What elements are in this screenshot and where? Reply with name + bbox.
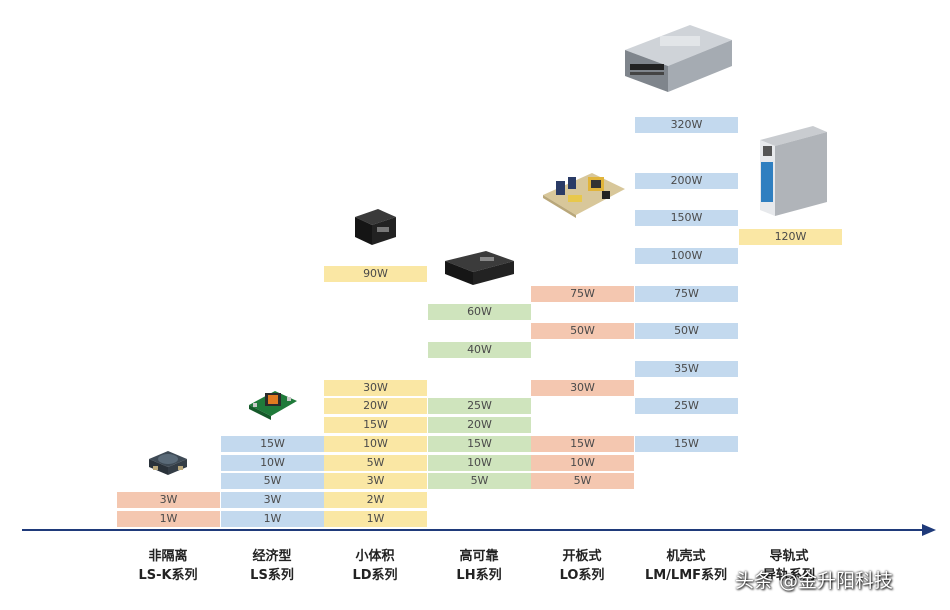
power-cell: 2W [324, 492, 427, 508]
power-cell: 150W [635, 210, 738, 226]
series-label-ld: 小体积 LD系列 [315, 547, 435, 585]
power-cell: 3W [117, 492, 220, 508]
power-cell: 5W [531, 473, 634, 489]
x-axis-arrow [922, 524, 936, 536]
power-cell: 1W [324, 511, 427, 527]
series-category: 机壳式 [666, 549, 706, 564]
series-category: 高可靠 [459, 549, 499, 564]
series-label-lm: 机壳式 LM/LMF系列 [626, 547, 746, 585]
series-code: LH系列 [456, 568, 502, 583]
power-cell: 50W [531, 323, 634, 339]
power-cell: 15W [221, 436, 324, 452]
series-label-lo: 开板式 LO系列 [522, 547, 642, 585]
power-cell: 1W [221, 511, 324, 527]
series-label-ls: 经济型 LS系列 [212, 547, 332, 585]
power-cell: 5W [428, 473, 531, 489]
power-cell: 10W [428, 455, 531, 471]
series-code: LS系列 [250, 568, 294, 583]
power-cell: 5W [324, 455, 427, 471]
power-cell: 60W [428, 304, 531, 320]
power-cell: 100W [635, 248, 738, 264]
power-cell: 10W [221, 455, 324, 471]
open-frame-board-icon [540, 165, 628, 222]
power-cell: 3W [221, 492, 324, 508]
x-axis-line [22, 529, 924, 531]
series-category: 小体积 [355, 549, 395, 564]
potted-module-icon [442, 247, 517, 289]
power-cell: 40W [428, 342, 531, 358]
power-cell: 75W [531, 286, 634, 302]
power-cell: 15W [635, 436, 738, 452]
power-cell: 30W [324, 380, 427, 396]
series-category: 非隔离 [148, 549, 188, 564]
power-cell: 90W [324, 266, 427, 282]
power-cell: 10W [324, 436, 427, 452]
series-code: 导轨系列 [762, 568, 815, 583]
series-code: LM/LMF系列 [644, 568, 728, 583]
power-cell: 120W [739, 229, 842, 245]
power-cell: 35W [635, 361, 738, 377]
enclosed-psu-icon [620, 20, 735, 98]
series-code: LO系列 [559, 568, 605, 583]
power-cell: 25W [635, 398, 738, 414]
smd-inductor-module-icon [145, 445, 191, 480]
series-label-lh: 高可靠 LH系列 [419, 547, 539, 585]
power-cell: 20W [324, 398, 427, 414]
power-cell: 50W [635, 323, 738, 339]
series-category: 开板式 [562, 549, 602, 564]
power-cell: 15W [324, 417, 427, 433]
power-cell: 5W [221, 473, 324, 489]
series-label-din: 导轨式 导轨系列 [729, 547, 849, 585]
power-cell: 10W [531, 455, 634, 471]
power-cell: 25W [428, 398, 531, 414]
pcb-mount-module-icon [245, 383, 301, 423]
power-cell: 320W [635, 117, 738, 133]
black-cube-module-icon [350, 205, 400, 250]
power-cell: 20W [428, 417, 531, 433]
power-cell: 15W [531, 436, 634, 452]
series-label-ls-k: 非隔离 LS-K系列 [108, 547, 228, 585]
power-cell: 3W [324, 473, 427, 489]
power-cell: 75W [635, 286, 738, 302]
series-category: 经济型 [252, 549, 292, 564]
din-rail-psu-icon [755, 122, 830, 220]
power-cell: 200W [635, 173, 738, 189]
watermark: 头条 @金升阳科技 [735, 570, 894, 592]
power-cell: 15W [428, 436, 531, 452]
series-code: LS-K系列 [138, 568, 198, 583]
series-category: 导轨式 [769, 549, 809, 564]
series-code: LD系列 [352, 568, 398, 583]
power-cell: 1W [117, 511, 220, 527]
power-cell: 30W [531, 380, 634, 396]
